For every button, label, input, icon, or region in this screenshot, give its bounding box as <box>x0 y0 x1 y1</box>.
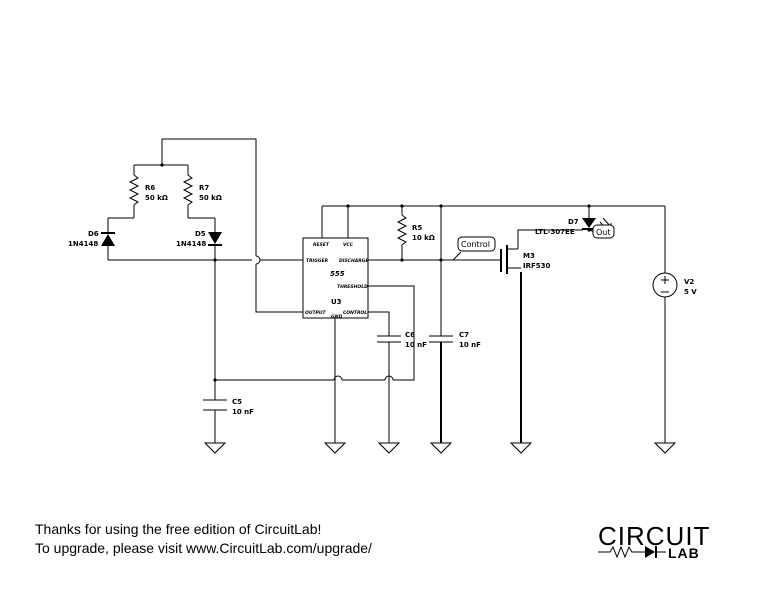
resistor-r5-zigzag <box>396 214 408 246</box>
circuitlab-logo: CIRCUIT LAB <box>598 521 710 561</box>
junction-dot <box>439 258 443 262</box>
resistor-r6-zigzag <box>128 174 140 206</box>
junction-dot <box>346 204 350 208</box>
pin-control: CONTROL <box>343 310 367 316</box>
capacitor-c5[interactable]: C5 10 nF <box>203 398 254 416</box>
junction-dot <box>439 204 443 208</box>
ground-icon <box>429 442 453 454</box>
d6-ref: D6 <box>88 230 99 238</box>
junction-dot <box>160 163 164 167</box>
resistor-r7[interactable]: R7 50 kΩ <box>182 174 222 206</box>
resistor-r5[interactable]: R5 10 kΩ <box>396 214 435 246</box>
capacitor-c7[interactable]: C7 10 nF <box>429 331 481 349</box>
pin-threshold: THRESHOLD <box>337 284 368 290</box>
diode-d6[interactable]: D6 1N4148 <box>68 230 115 248</box>
net-label-out-text: Out <box>596 228 611 237</box>
r7-value: 50 kΩ <box>199 194 222 202</box>
pin-trigger: TRIGGER <box>306 258 329 264</box>
wires <box>107 138 666 443</box>
voltage-source-v2-circle <box>652 272 678 298</box>
junction-dot <box>587 204 591 208</box>
voltage-source-v2[interactable]: V2 5 V <box>652 272 697 298</box>
net-label-control[interactable]: Control <box>452 236 496 261</box>
wire-output <box>255 264 303 313</box>
pin-output: OUTPUT <box>305 310 327 316</box>
ground-icon <box>509 442 533 454</box>
capacitor-c6[interactable]: C6 10 nF <box>377 331 427 349</box>
c6-ref: C6 <box>405 331 415 339</box>
footer-line-1: Thanks for using the free edition of Cir… <box>35 521 322 537</box>
ic-555-u3[interactable]: RESET VCC TRIGGER DISCHARGE 555 THRESHOL… <box>302 237 369 320</box>
pin-gnd: GND <box>331 314 342 320</box>
pin-reset: RESET <box>313 242 330 248</box>
v2-ref: V2 <box>684 278 694 286</box>
ground-icon <box>377 442 401 454</box>
c5-value: 10 nF <box>232 408 254 416</box>
net-label-control-box <box>457 236 496 252</box>
m3-value: IRF530 <box>523 262 551 270</box>
d7-ref: D7 <box>568 218 579 226</box>
junction-dot <box>213 378 217 382</box>
d6-value: 1N4148 <box>68 240 98 248</box>
net-label-control-text: Control <box>461 240 490 249</box>
logo-lab-text: LAB <box>668 545 700 561</box>
v2-value: 5 V <box>684 288 697 296</box>
c7-value: 10 nF <box>459 341 481 349</box>
wire-control <box>368 311 390 336</box>
ground-icon <box>653 442 677 454</box>
logo-circuit-text: CIRCUIT <box>598 521 710 551</box>
junctions <box>160 163 591 382</box>
r7-ref: R7 <box>199 184 209 192</box>
m3-ref: M3 <box>523 252 535 260</box>
wire-top-loop <box>161 138 257 256</box>
diode-d5[interactable]: D5 1N4148 <box>176 230 222 248</box>
r5-value: 10 kΩ <box>412 234 435 242</box>
r6-value: 50 kΩ <box>145 194 168 202</box>
upgrade-notice: Thanks for using the free edition of Cir… <box>35 520 372 558</box>
c7-ref: C7 <box>459 331 469 339</box>
r5-ref: R5 <box>412 224 422 232</box>
wire-threshold <box>368 285 415 381</box>
logo-resistor-icon <box>598 545 645 559</box>
wire-hop-2 <box>333 375 343 381</box>
pin-vcc: VCC <box>343 242 354 248</box>
c6-value: 10 nF <box>405 341 427 349</box>
ground-icon <box>203 442 227 454</box>
r6-ref: R6 <box>145 184 155 192</box>
c5-ref: C5 <box>232 398 242 406</box>
net-label-out[interactable]: Out <box>588 224 615 239</box>
resistor-r6[interactable]: R6 50 kΩ <box>128 174 168 206</box>
wire-hop <box>255 255 261 265</box>
pin-discharge: DISCHARGE <box>339 258 369 264</box>
ic-part: 555 <box>330 270 345 278</box>
net-label-control-leader <box>452 251 462 261</box>
logo-diode-icon <box>645 546 655 558</box>
footer-line-2: To upgrade, please visit www.CircuitLab.… <box>35 540 372 556</box>
mosfet-m3[interactable]: M3 IRF530 <box>500 243 551 274</box>
ic-ref: U3 <box>331 298 342 306</box>
d5-ref: D5 <box>195 230 206 238</box>
led-d7-triangle <box>582 218 596 228</box>
diode-d5-triangle <box>208 232 222 244</box>
diode-d6-triangle <box>101 234 115 246</box>
d5-value: 1N4148 <box>176 240 206 248</box>
junction-dot <box>400 258 404 262</box>
ground-symbols <box>203 442 677 454</box>
junction-dot <box>400 204 404 208</box>
net-label-out-box <box>592 224 615 239</box>
resistor-r7-zigzag <box>182 174 194 206</box>
wire-drain <box>517 229 583 243</box>
d7-value: LTL-307EE <box>535 228 575 236</box>
ic-555-body <box>302 237 369 319</box>
ground-icon <box>323 442 347 454</box>
junction-dot <box>213 258 217 262</box>
